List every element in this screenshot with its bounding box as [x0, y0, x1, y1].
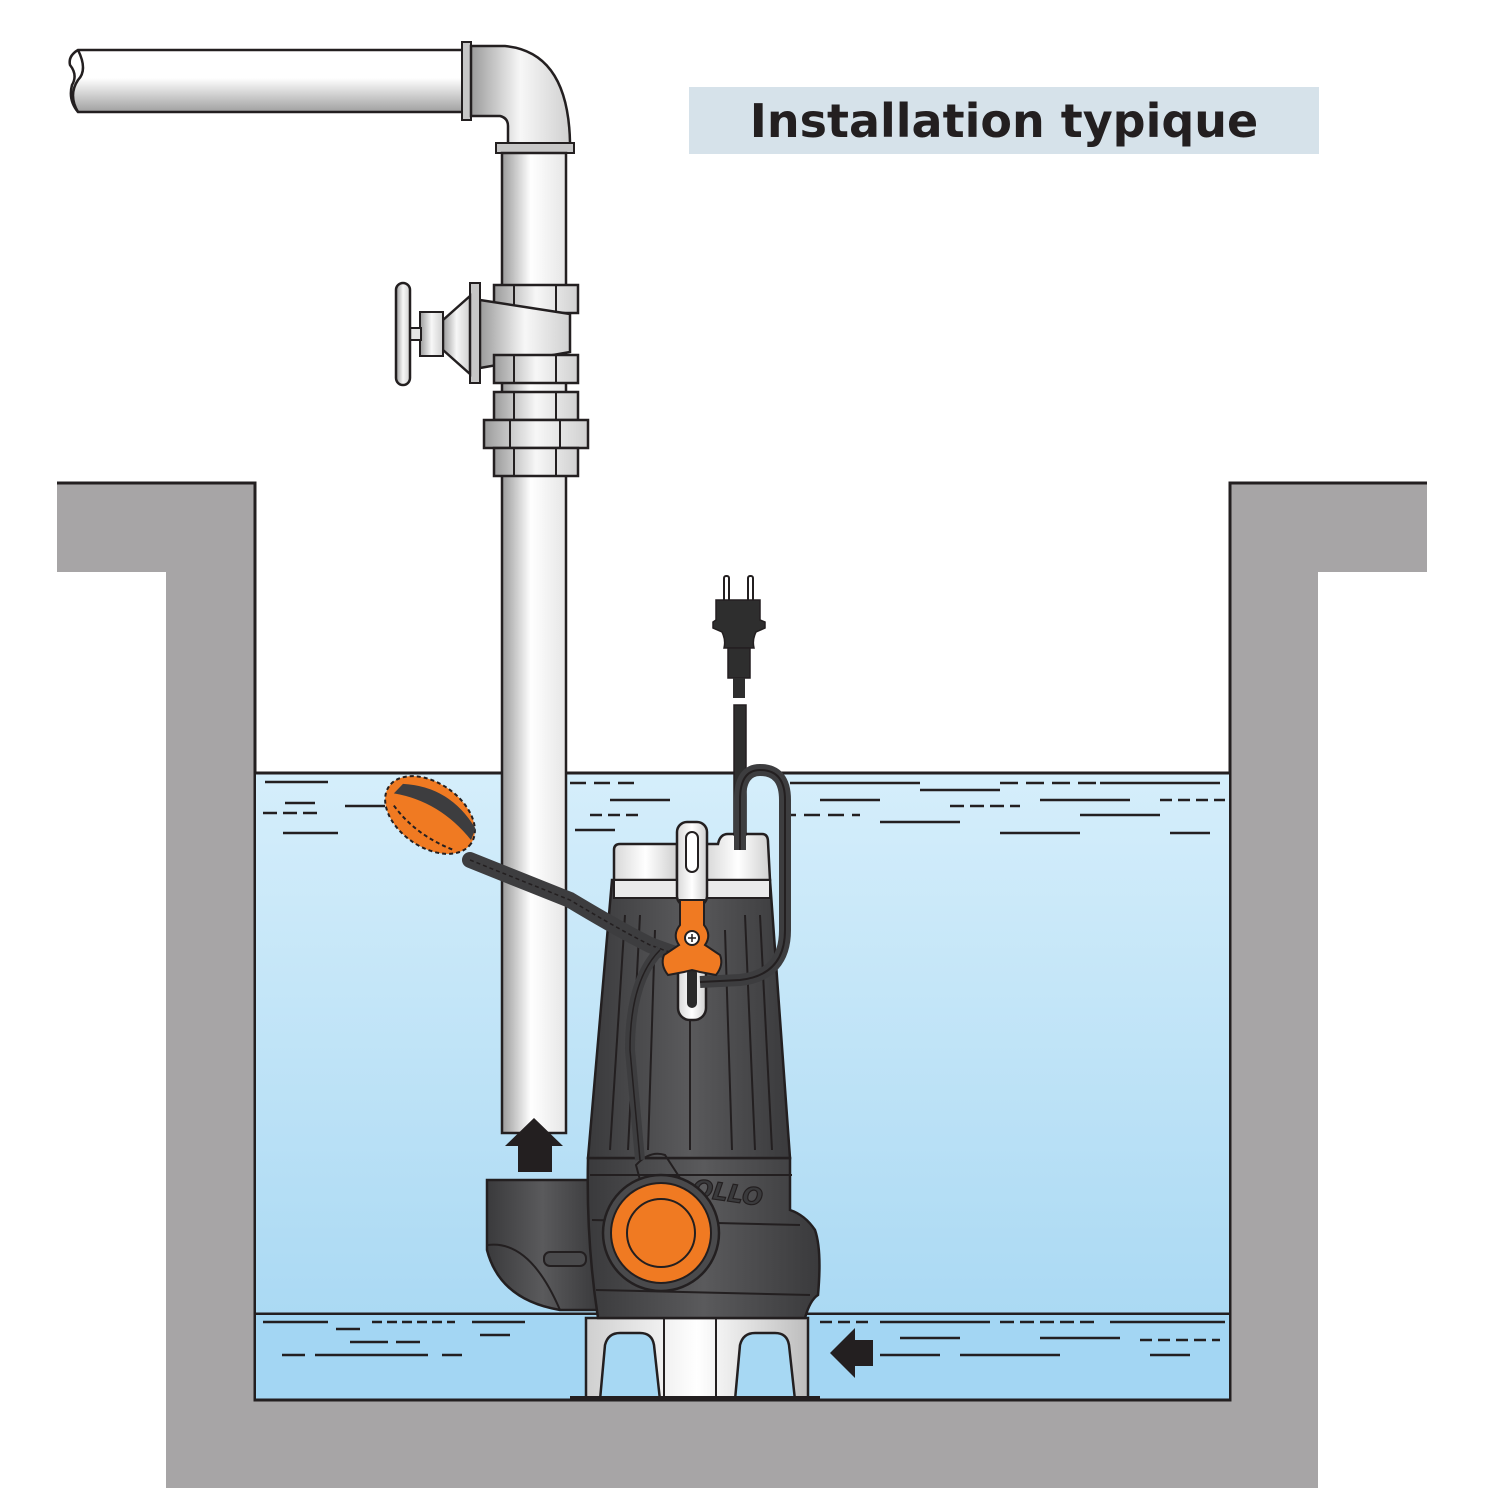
gate-valve [394, 281, 590, 478]
pump-inspection-cover [601, 1152, 721, 1293]
title-banner: Installation typique [689, 87, 1319, 154]
discharge-pipe-horizontal [68, 41, 575, 154]
pump-base [570, 1316, 820, 1402]
pump-discharge-elbow [485, 1178, 600, 1312]
float-clamp [661, 899, 723, 977]
page-title: Installation typique [749, 93, 1259, 148]
power-plug-icon [712, 575, 766, 698]
flow-up-arrow-icon [505, 1118, 563, 1172]
power-cable [699, 704, 791, 988]
flow-inlet-arrow-icon [830, 1328, 873, 1378]
